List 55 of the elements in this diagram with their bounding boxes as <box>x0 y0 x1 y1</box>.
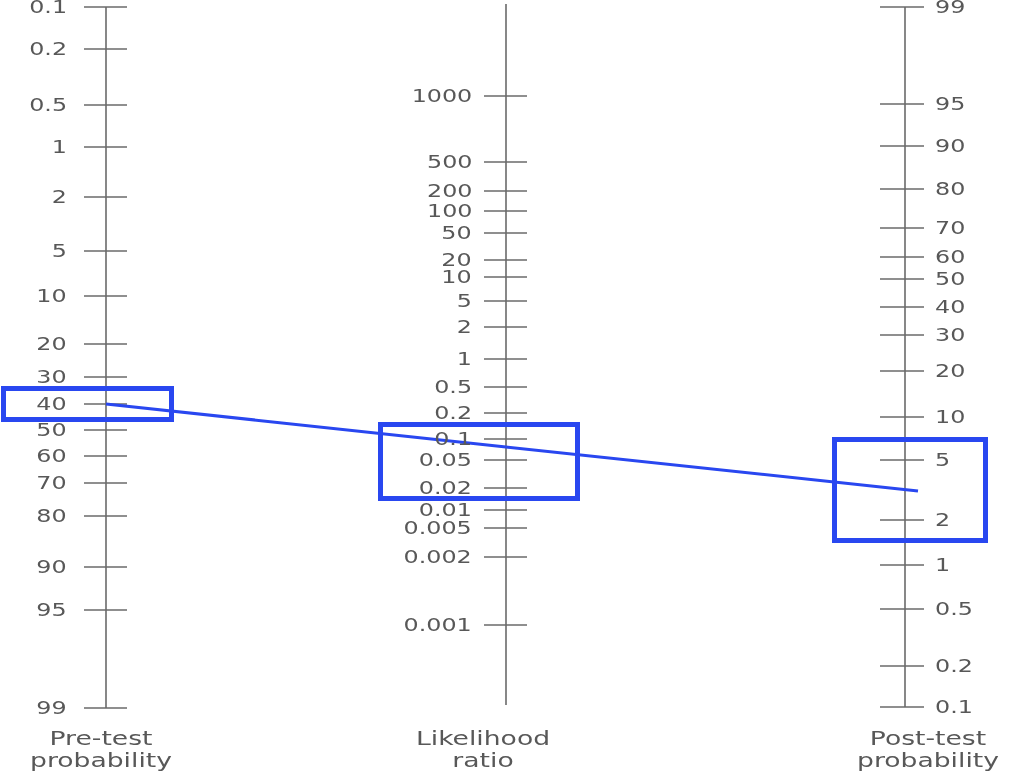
tick-label: 0.002 <box>403 550 472 564</box>
tick-label: 90 <box>935 139 966 153</box>
tick-label: 40 <box>935 300 966 314</box>
tick-label: 2 <box>51 190 67 204</box>
tick-label: 70 <box>935 221 966 235</box>
tick-label: 99 <box>36 701 67 715</box>
tick-label: 10 <box>36 289 67 303</box>
tick-label: 5 <box>51 244 67 258</box>
tick-label: 60 <box>935 250 966 264</box>
tick-label: 0.1 <box>935 700 973 714</box>
tick-label: 1000 <box>411 89 472 103</box>
tick-label: 10 <box>441 270 472 284</box>
tick-label: 0.5 <box>434 380 472 394</box>
tick-label: 90 <box>36 560 67 574</box>
tick-label: 20 <box>36 337 67 351</box>
tick-label: 5 <box>456 294 472 308</box>
tick-label: 80 <box>935 182 966 196</box>
tick-label: 0.005 <box>403 521 472 535</box>
tick-label: 80 <box>36 509 67 523</box>
tick-label: 0.2 <box>29 42 67 56</box>
tick-label: 0.001 <box>403 618 472 632</box>
tick-label: 1 <box>51 140 67 154</box>
tick-label: 0.5 <box>935 602 973 616</box>
axis-title: Likelihood ratio <box>414 727 552 771</box>
tick-label: 0.2 <box>935 659 973 673</box>
tick-label: 50 <box>441 226 472 240</box>
tick-label: 60 <box>36 449 67 463</box>
tick-label: 70 <box>36 476 67 490</box>
reading-line <box>105 402 507 449</box>
highlight-frame <box>832 437 988 543</box>
tick-label: 20 <box>441 253 472 267</box>
tick-label: 5 <box>935 453 951 467</box>
tick-label: 2 <box>935 513 951 527</box>
tick-label: 0.02 <box>419 481 472 495</box>
tick-label: 50 <box>935 272 966 286</box>
tick-label: 1 <box>935 558 951 572</box>
tick-label: 0.1 <box>29 0 67 14</box>
tick-label: 0.5 <box>29 98 67 112</box>
tick-label: 1 <box>456 352 472 366</box>
tick-label: 2 <box>456 320 472 334</box>
tick-label: 99 <box>935 0 966 14</box>
reading-line <box>505 445 919 493</box>
tick-label: 100 <box>426 204 472 218</box>
tick-label: 95 <box>36 603 67 617</box>
tick-label: 200 <box>426 184 472 198</box>
tick-label: 20 <box>935 364 966 378</box>
tick-label: 40 <box>36 397 67 411</box>
highlight-frame <box>1 386 174 422</box>
highlight-frame <box>378 422 580 501</box>
tick-label: 95 <box>935 97 966 111</box>
tick-label: 500 <box>426 155 472 169</box>
axis-title: Pre-test probability <box>29 727 173 771</box>
tick-label: 0.05 <box>419 453 472 467</box>
axis-title: Post-test probability <box>856 727 1000 771</box>
tick-label: 30 <box>935 328 966 342</box>
